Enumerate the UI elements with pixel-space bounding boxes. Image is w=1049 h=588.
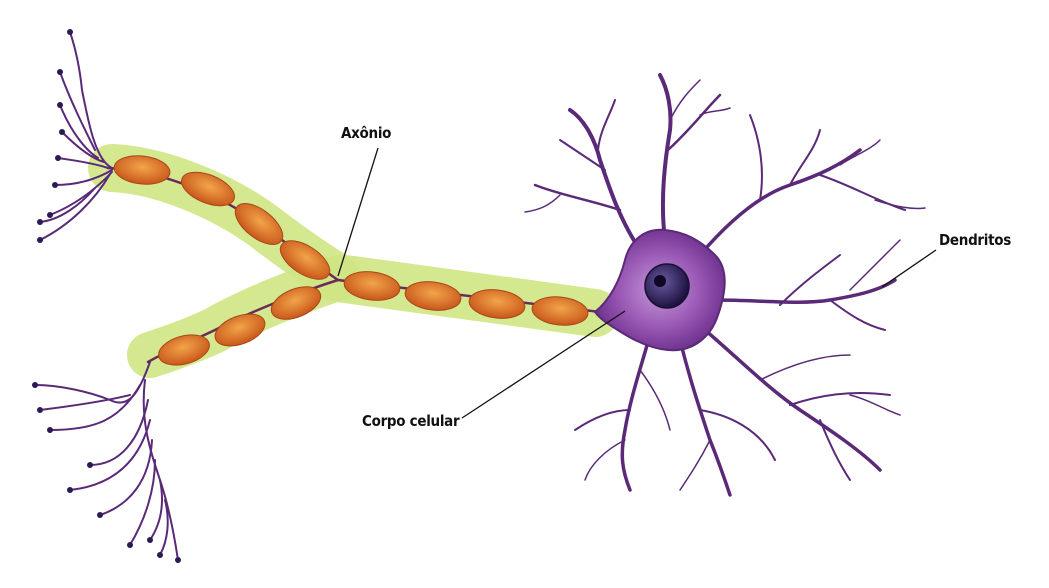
label-axon: Axônio bbox=[341, 124, 391, 142]
axon-sheath bbox=[112, 168, 595, 355]
label-dendrites: Dendritos bbox=[939, 231, 1011, 249]
label-cell-body: Corpo celular bbox=[362, 412, 459, 430]
axon-terminal-lower bbox=[35, 362, 178, 560]
dendrites-leader-line bbox=[882, 250, 936, 287]
axon-terminal-upper bbox=[40, 32, 112, 240]
nucleus bbox=[645, 264, 689, 308]
